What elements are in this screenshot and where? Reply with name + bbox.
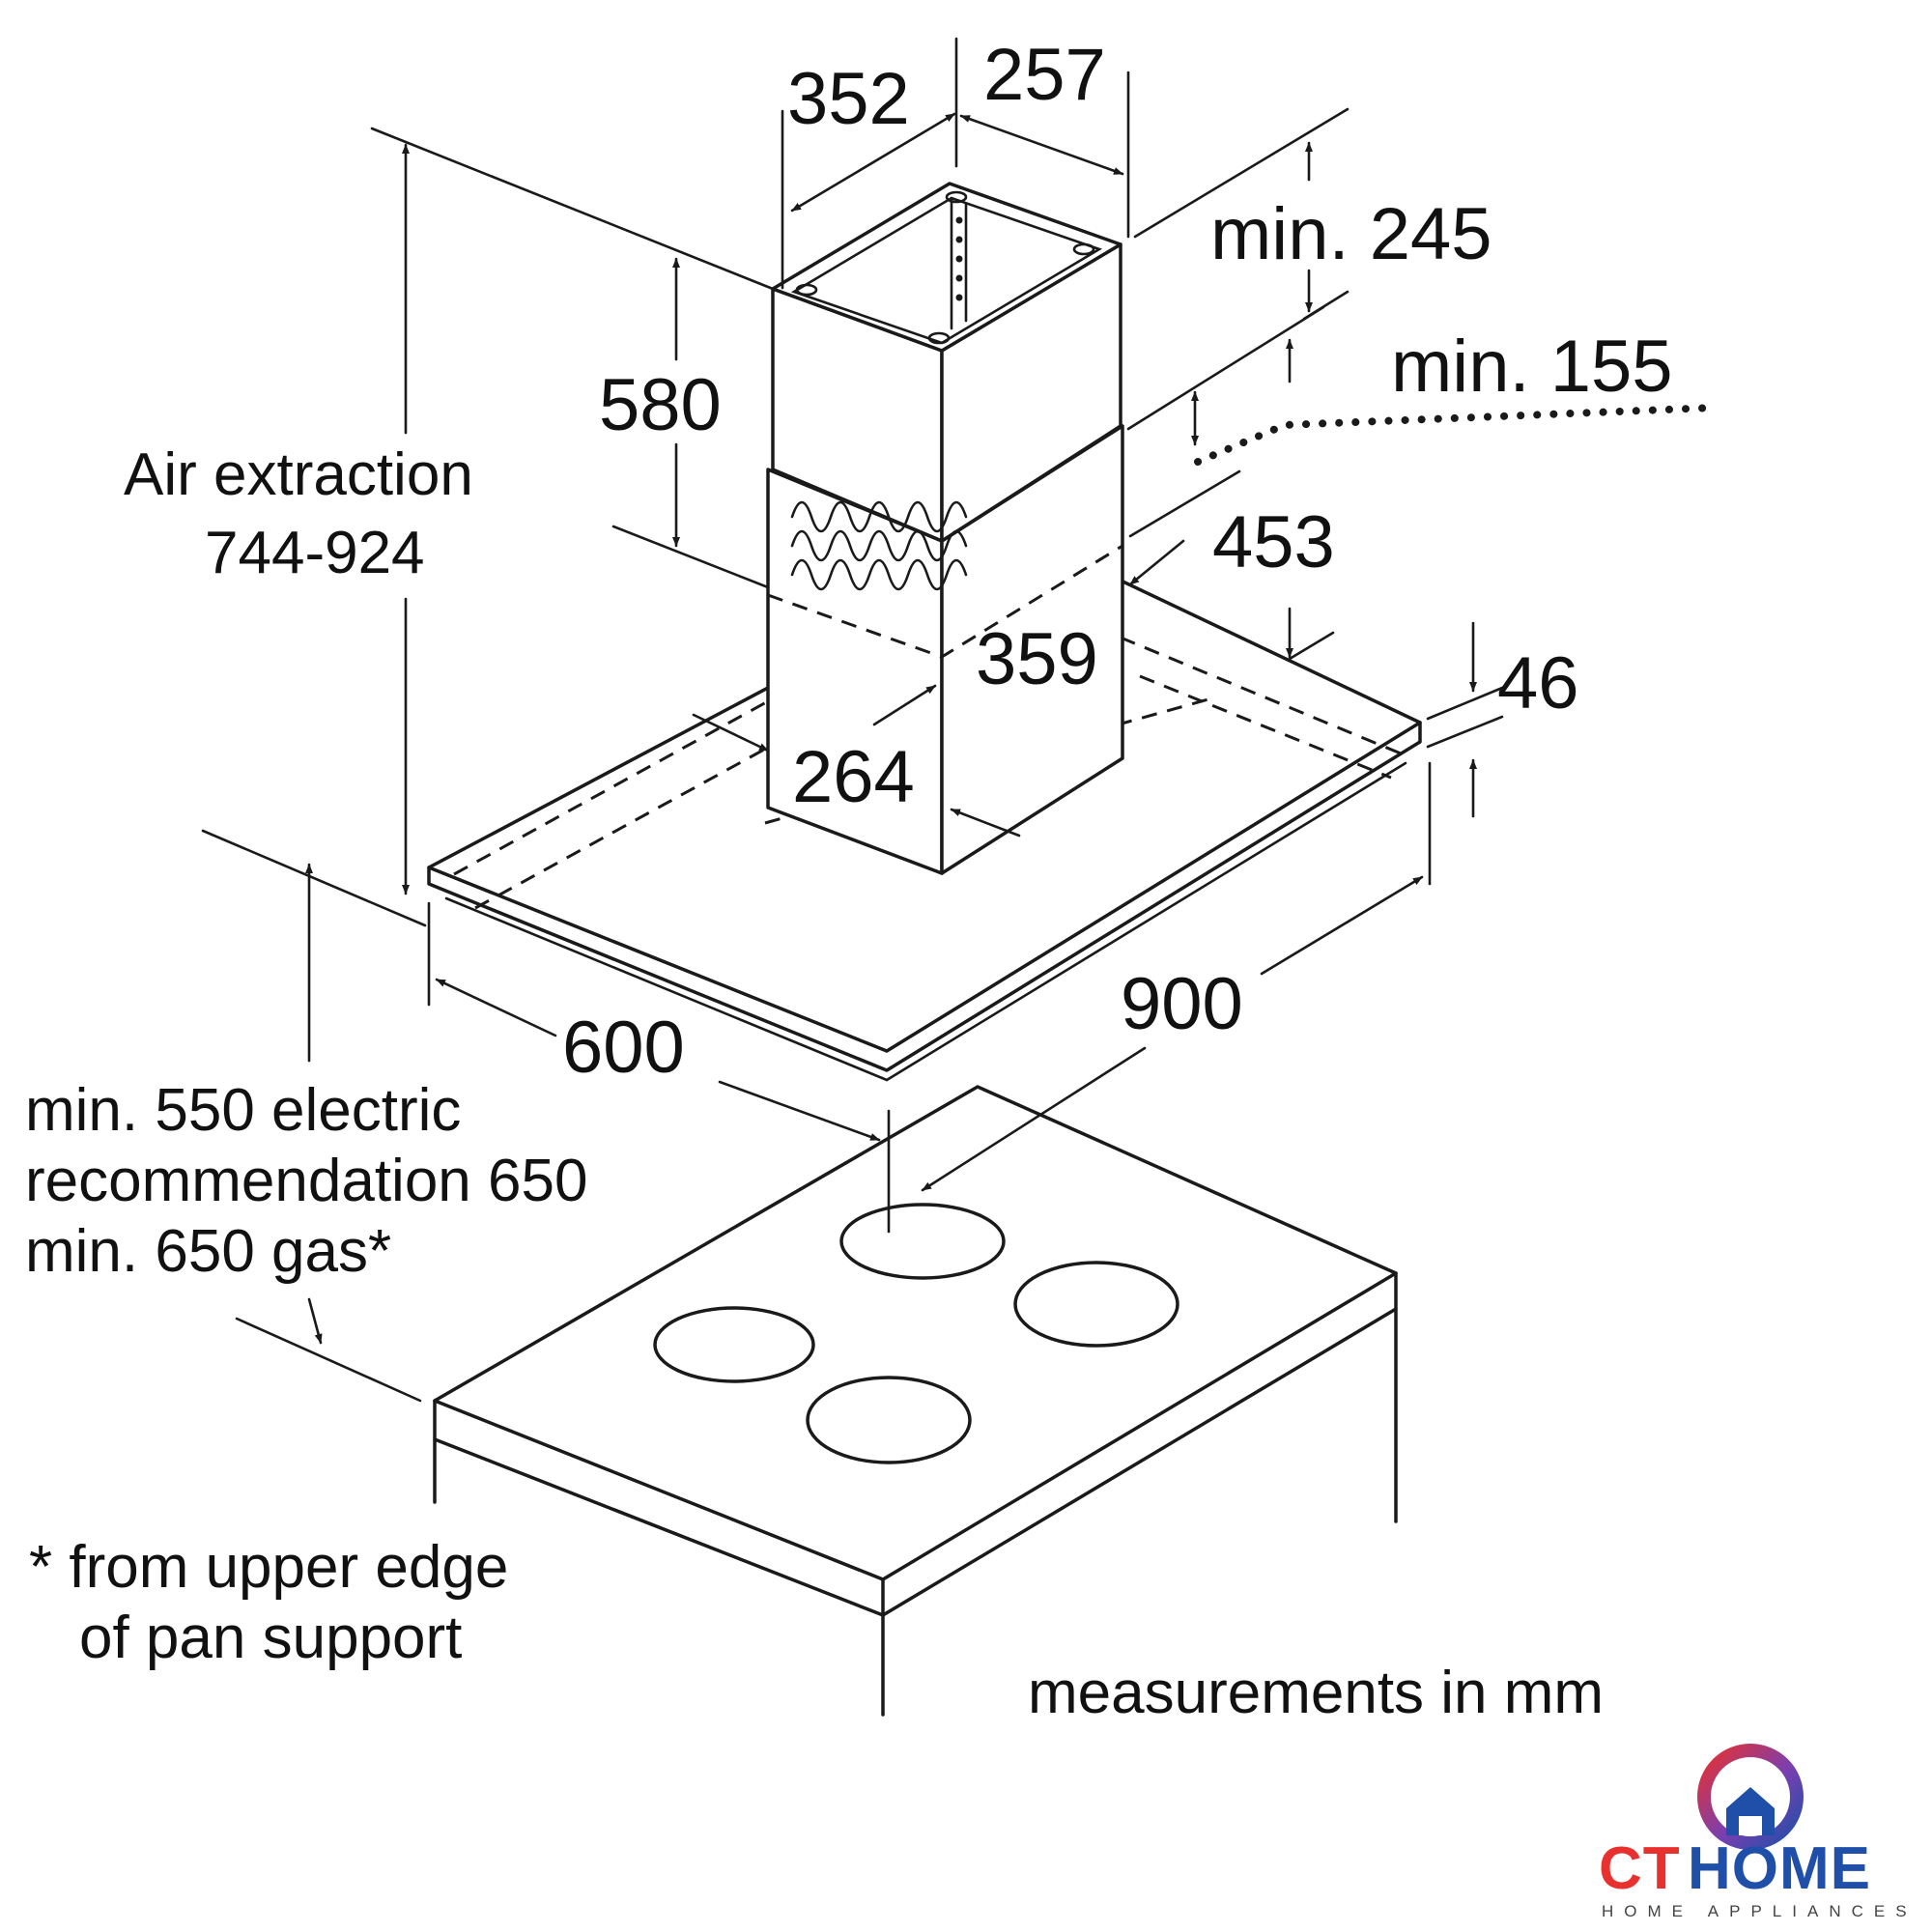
dimension-labels: 352 257 min. 245 min. 155 580 453 359 26… bbox=[25, 34, 1673, 1726]
air-extraction-label: Air extraction bbox=[124, 441, 473, 508]
dim-580: 580 bbox=[599, 364, 722, 446]
vent-grille bbox=[790, 500, 968, 591]
footnote-line2: of pan support bbox=[79, 1605, 462, 1671]
clearance-electric: min. 550 electric bbox=[25, 1077, 461, 1144]
dim-352: 352 bbox=[787, 58, 910, 140]
cooktop bbox=[433, 1085, 1398, 1717]
clearance-gas: min. 650 gas* bbox=[25, 1218, 391, 1285]
dim-453: 453 bbox=[1212, 501, 1335, 583]
brand-ct: CT bbox=[1599, 1835, 1681, 1902]
hood-chimney bbox=[766, 182, 1124, 875]
footnote-line1: * from upper edge bbox=[29, 1534, 508, 1601]
dim-900: 900 bbox=[1121, 963, 1243, 1045]
burner-back bbox=[839, 1203, 1006, 1280]
dim-min-155: min. 155 bbox=[1391, 326, 1673, 408]
burner-right bbox=[1013, 1261, 1179, 1348]
air-extraction-range: 744-924 bbox=[205, 520, 425, 586]
burner-left bbox=[653, 1306, 815, 1383]
units-note: measurements in mm bbox=[1028, 1660, 1604, 1726]
brand-home: HOME bbox=[1688, 1835, 1871, 1902]
dim-46: 46 bbox=[1497, 642, 1579, 724]
clearance-recommendation: recommendation 650 bbox=[25, 1148, 587, 1214]
burner-front bbox=[806, 1376, 972, 1464]
dim-min-245: min. 245 bbox=[1210, 193, 1492, 275]
house-icon bbox=[1726, 1787, 1775, 1835]
cthome-logo: CT HOME HOME APPLIANCES bbox=[1599, 1744, 1918, 1920]
dim-257: 257 bbox=[983, 34, 1106, 116]
dim-264: 264 bbox=[792, 736, 915, 818]
dimension-lines bbox=[201, 37, 1719, 1403]
dim-359: 359 bbox=[976, 618, 1098, 700]
brand-tagline: HOME APPLIANCES bbox=[1602, 1902, 1918, 1920]
cthome-logo-ring bbox=[1697, 1744, 1804, 1850]
dim-600: 600 bbox=[562, 1007, 685, 1089]
